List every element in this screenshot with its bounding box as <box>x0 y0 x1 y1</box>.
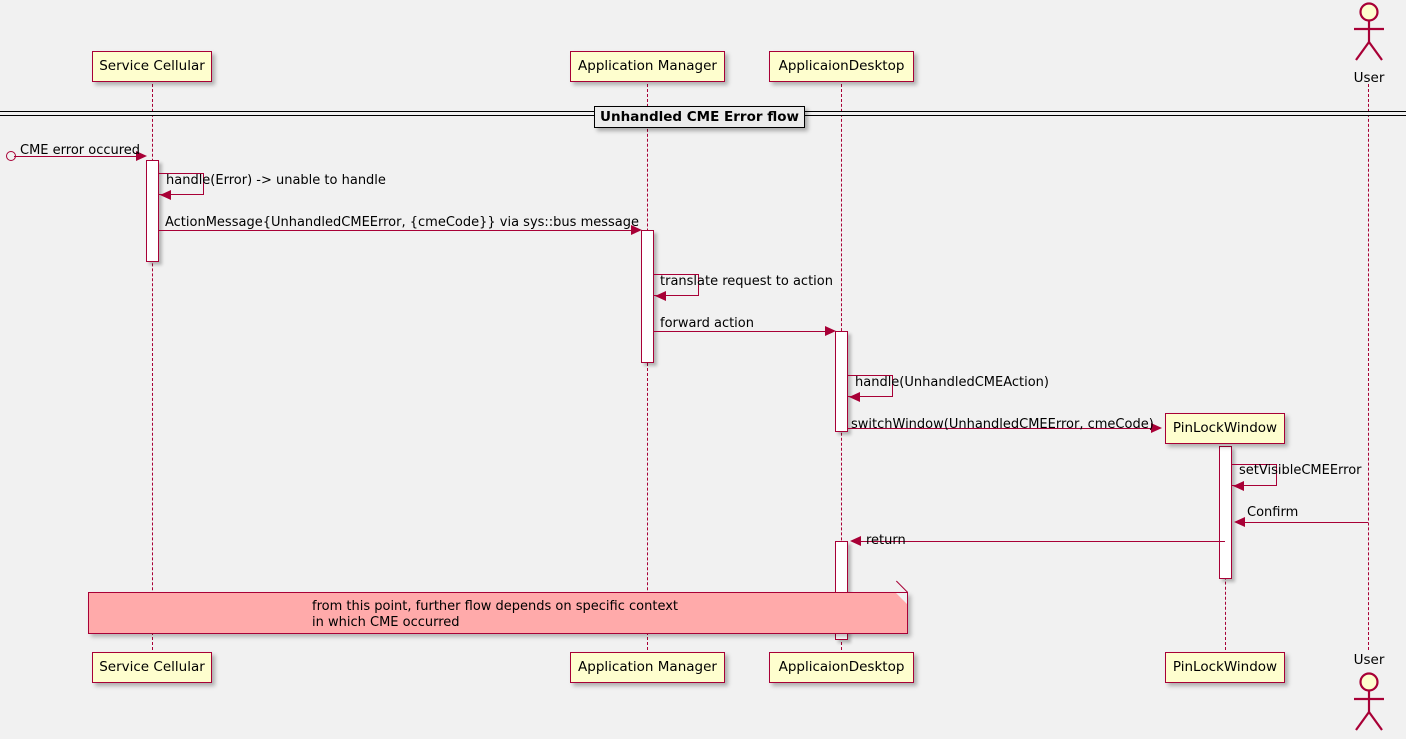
divider-label: Unhandled CME Error flow <box>600 109 799 125</box>
actor-user-top[interactable] <box>1345 2 1393 64</box>
arrow-head-m7 <box>1151 423 1162 433</box>
note-line-1: from this point, further flow depends on… <box>312 599 679 614</box>
self-message-box-m4 <box>654 274 699 296</box>
note-folded-corner <box>896 593 907 604</box>
self-message-box-m6 <box>848 375 893 397</box>
message-line-m10 <box>861 541 1225 542</box>
message-line-m7 <box>848 428 1153 429</box>
message-label-handle-unhandled-cme-action: handle(UnhandledCMEAction) <box>855 375 1049 390</box>
message-label-confirm: Confirm <box>1247 505 1299 520</box>
arrow-head-m1 <box>136 151 147 161</box>
arrow-head-m3 <box>631 225 642 235</box>
participant-label: PinLockWindow <box>1172 658 1278 675</box>
participant-pin-lock-window-created[interactable]: PinLockWindow <box>1165 413 1285 444</box>
note-line-2: in which CME occurred <box>312 615 460 630</box>
message-line-m1 <box>14 156 138 157</box>
arrow-head-m4 <box>655 291 666 301</box>
participant-label: ApplicaionDesktop <box>778 57 905 74</box>
arrow-head-m5 <box>825 326 836 336</box>
self-message-box-m2 <box>159 173 204 195</box>
arrow-head-m6 <box>849 392 860 402</box>
message-label-forward-action: forward action <box>660 316 754 331</box>
actor-user-bottom[interactable] <box>1345 672 1393 734</box>
message-label-translate-request: translate request to action <box>660 274 833 289</box>
participant-applicaion-desktop-top[interactable]: ApplicaionDesktop <box>769 51 914 82</box>
participant-label: Application Manager <box>578 658 717 675</box>
user-stick-figure-icon <box>1354 2 1384 61</box>
activation-pin-lock-window <box>1219 446 1232 579</box>
message-line-m5 <box>654 331 827 332</box>
note-context-dependency <box>88 580 908 634</box>
arrow-head-m10 <box>850 536 861 546</box>
message-line-m3 <box>159 230 633 231</box>
message-label-return: return <box>866 533 906 548</box>
message-label-action-message: ActionMessage{UnhandledCMEError, {cmeCod… <box>165 215 639 230</box>
lifeline-user <box>1368 84 1369 650</box>
message-label-cme-error-occured: CME error occured <box>20 143 141 158</box>
actor-user-top-label: User <box>1353 70 1385 86</box>
user-stick-figure-icon <box>1354 672 1384 731</box>
participant-service-cellular-top[interactable]: Service Cellular <box>92 51 212 82</box>
activation-service-cellular <box>146 160 159 262</box>
participant-label: ApplicaionDesktop <box>778 658 905 675</box>
message-label-set-visible-cme-error: setVisibleCMEError <box>1239 463 1362 478</box>
participant-label: Application Manager <box>578 57 717 74</box>
arrow-head-m8 <box>1233 481 1244 491</box>
participant-application-manager-top[interactable]: Application Manager <box>570 51 725 82</box>
participant-label: Service Cellular <box>99 57 205 74</box>
participant-label: PinLockWindow <box>1172 419 1278 436</box>
arrow-head-m2 <box>160 190 171 200</box>
arrow-head-m9 <box>1234 517 1245 527</box>
lifeline-service-cellular <box>152 84 153 650</box>
actor-user-bottom-label: User <box>1353 652 1385 668</box>
self-message-box-m8 <box>1232 464 1277 486</box>
message-label-handle-error: handle(Error) -> unable to handle <box>166 173 386 188</box>
divider-unhandled-cme-error-flow: Unhandled CME Error flow <box>594 106 805 128</box>
message-label-switch-window: switchWindow(UnhandledCMEError, cmeCode) <box>851 417 1154 432</box>
participant-applicaion-desktop-bottom[interactable]: ApplicaionDesktop <box>769 652 914 683</box>
activation-application-manager <box>641 230 654 363</box>
participant-pin-lock-window-bottom[interactable]: PinLockWindow <box>1165 652 1285 683</box>
activation-applicaion-desktop-1 <box>835 331 848 432</box>
note-fold-line <box>895 580 908 593</box>
participant-application-manager-bottom[interactable]: Application Manager <box>570 652 725 683</box>
participant-service-cellular-bottom[interactable]: Service Cellular <box>92 652 212 683</box>
message-line-m9 <box>1245 522 1368 523</box>
participant-label: Service Cellular <box>99 658 205 675</box>
lifeline-application-manager <box>647 84 648 650</box>
